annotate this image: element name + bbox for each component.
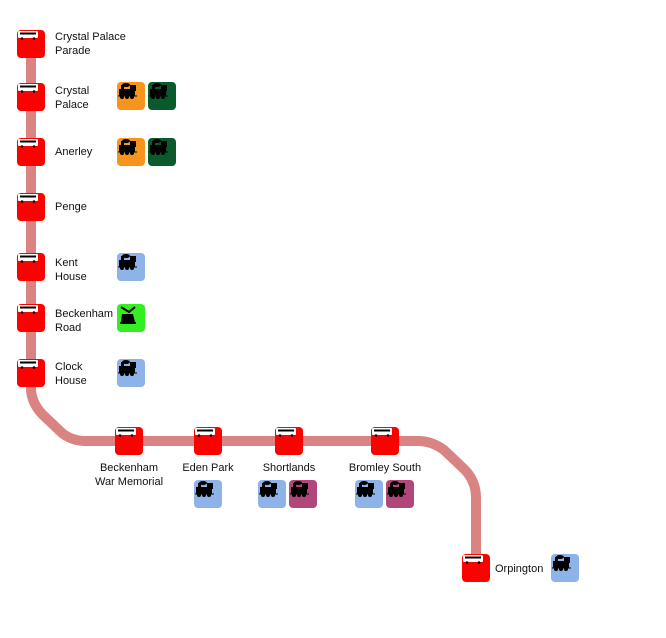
station-label-line: Crystal Palace: [55, 31, 126, 43]
station-label-line: Palace: [55, 99, 89, 111]
station-label-line: War Memorial: [94, 476, 164, 488]
station-label-line: Crystal: [55, 85, 90, 97]
southern-train-icon: [148, 82, 176, 110]
bus-stop-icon[interactable]: [462, 554, 490, 582]
southeastern-train-icon: [258, 480, 286, 508]
bus-stop-icon[interactable]: [17, 83, 45, 111]
southeastern-train-icon: [355, 480, 383, 508]
station-label: Bromley South: [325, 461, 445, 475]
overground-train-icon: [117, 82, 145, 110]
bus-stop-icon[interactable]: [17, 193, 45, 221]
route-line: [26, 44, 481, 568]
bus-stop-icon[interactable]: [275, 427, 303, 455]
bus-stop-icon[interactable]: [115, 427, 143, 455]
bus-stop-icon[interactable]: [371, 427, 399, 455]
southeastern-train-icon: [194, 480, 222, 508]
bus-stop-icon[interactable]: [194, 427, 222, 455]
station-label-line: Beckenham: [99, 462, 159, 474]
thameslink-train-icon: [289, 480, 317, 508]
station-label-line: House: [55, 375, 87, 387]
tram-icon: [117, 304, 145, 332]
station-label-line: Anerley: [55, 146, 93, 158]
southeastern-train-icon: [117, 359, 145, 387]
station-label-line: Penge: [55, 201, 87, 213]
station-label-line: House: [55, 271, 87, 283]
station-label-line: Orpington: [495, 563, 544, 575]
station-label: Eden Park: [148, 461, 268, 475]
station-label-line: Eden Park: [182, 462, 234, 474]
station-label: Penge: [55, 200, 87, 214]
bus-stop-icon[interactable]: [17, 30, 45, 58]
southern-train-icon: [148, 138, 176, 166]
bus-stop-icon[interactable]: [17, 359, 45, 387]
bus-stop-icon[interactable]: [17, 304, 45, 332]
station-label: Anerley: [55, 145, 92, 159]
station-label-line: Beckenham: [55, 308, 114, 320]
station-label: Shortlands: [229, 461, 349, 475]
station-label: Orpington: [495, 562, 543, 576]
station-label-line: Kent: [55, 257, 78, 269]
bus-stop-icon[interactable]: [17, 138, 45, 166]
station-label-line: Parade: [55, 45, 91, 57]
overground-train-icon: [117, 138, 145, 166]
station-label-line: Road: [55, 322, 82, 334]
station-label-line: Bromley South: [348, 462, 422, 474]
southeastern-train-icon: [117, 253, 145, 281]
southeastern-train-icon: [551, 554, 579, 582]
station-label-line: Clock: [55, 361, 83, 373]
bus-stop-icon[interactable]: [17, 253, 45, 281]
station-label-line: Shortlands: [262, 462, 316, 474]
thameslink-train-icon: [386, 480, 414, 508]
